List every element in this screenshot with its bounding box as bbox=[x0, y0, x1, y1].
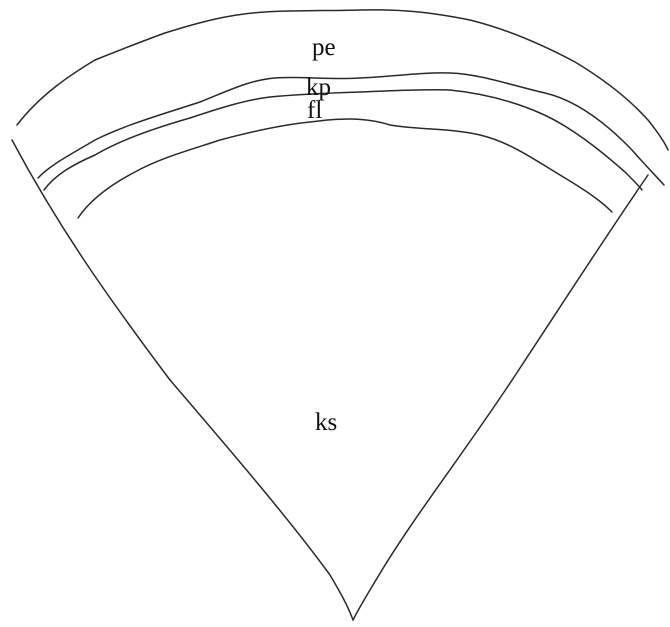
sector-left-edge bbox=[12, 140, 353, 620]
layer-boundary-kp-fl bbox=[44, 90, 642, 190]
label-pe: pe bbox=[312, 34, 336, 61]
label-ks: ks bbox=[315, 409, 337, 436]
sector-right-edge bbox=[353, 175, 648, 620]
layer-boundary-fl-ks bbox=[78, 119, 612, 218]
label-fl: fl bbox=[307, 97, 322, 124]
